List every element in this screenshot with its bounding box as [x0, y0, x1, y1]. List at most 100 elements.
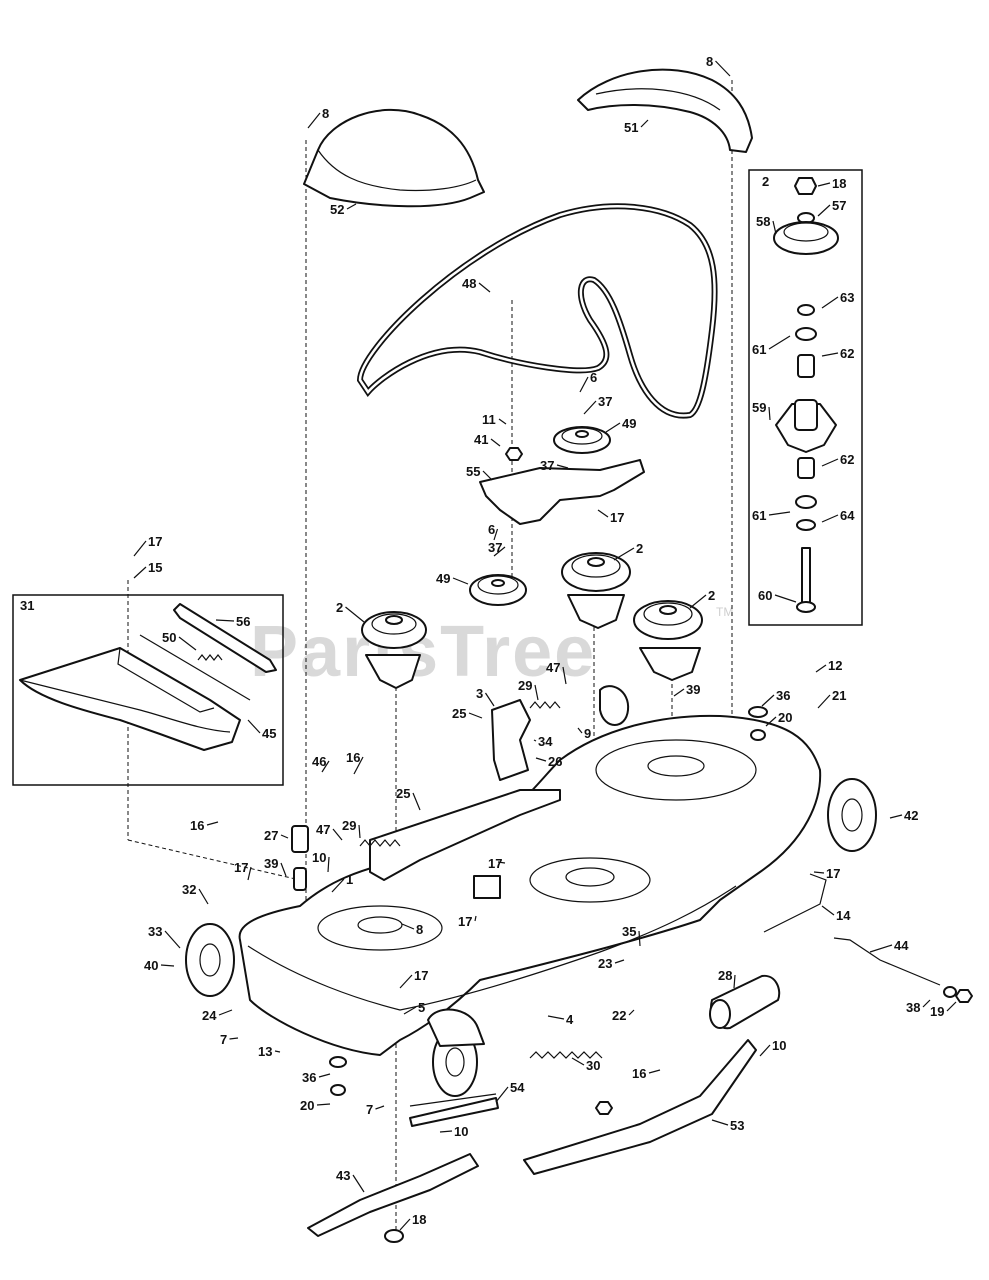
callout-leader-line — [562, 666, 567, 685]
blade-bag — [19, 603, 277, 751]
callout-leader-line — [375, 1105, 385, 1110]
callout-leader-line — [817, 204, 831, 217]
callout-leader-line — [640, 119, 649, 128]
callout-label: 47 — [546, 660, 560, 675]
callout-leader-line — [474, 915, 477, 922]
callout-leader-line — [490, 438, 501, 447]
callout-label: 17 — [610, 510, 624, 525]
callout-label: 12 — [828, 658, 842, 673]
callout-label: 51 — [624, 120, 638, 135]
callout-label: 15 — [148, 560, 162, 575]
callout-label: 7 — [220, 1032, 227, 1047]
callout-leader-line — [628, 1009, 635, 1016]
callout-leader-line — [715, 60, 731, 77]
callout-leader-line — [946, 1001, 957, 1012]
callout-label: 11 — [482, 412, 496, 427]
callout-label: 2 — [336, 600, 343, 615]
callout-leader-line — [318, 1073, 331, 1078]
callout-leader-line — [399, 974, 413, 989]
callout-label: 52 — [330, 202, 344, 217]
callout-leader-line — [498, 418, 507, 425]
callout-label: 60 — [758, 588, 772, 603]
roller-28 — [709, 974, 781, 1030]
callout-leader-line — [198, 888, 209, 905]
callout-leader-line — [280, 834, 289, 839]
callout-leader-line — [133, 540, 147, 557]
callout-leader-line — [352, 1174, 365, 1193]
callout-leader-line — [346, 203, 357, 210]
callout-label: 26 — [548, 754, 562, 769]
spring-50 — [197, 654, 223, 661]
callout-label: 17 — [148, 534, 162, 549]
callout-label: 38 — [906, 1000, 920, 1015]
callout-leader-line — [821, 514, 839, 523]
callout-label: 25 — [396, 786, 410, 801]
callout-leader-line — [689, 594, 707, 609]
callout-leader-line — [597, 509, 609, 518]
callout-label: 43 — [336, 1168, 350, 1183]
deck-hanger-bracket — [369, 789, 561, 881]
callout-leader-line — [869, 944, 893, 953]
callout-leader-line — [412, 792, 421, 811]
callout-label: 35 — [622, 924, 636, 939]
lift-rod-14 — [763, 873, 827, 933]
callout-leader-line — [821, 905, 835, 916]
callout-label: 3 — [476, 686, 483, 701]
callout-leader-line — [274, 1050, 281, 1053]
callout-label: 29 — [518, 678, 532, 693]
callout-leader-line — [761, 694, 775, 707]
callout-leader-line — [774, 594, 797, 603]
callout-label: 29 — [342, 818, 356, 833]
callout-label: 8 — [322, 106, 329, 121]
callout-leader-line — [403, 1006, 417, 1015]
callout-label: 27 — [264, 828, 278, 843]
spindle-detail-parts — [773, 177, 839, 613]
callout-leader-line — [765, 716, 777, 727]
callout-label: 2 — [708, 588, 715, 603]
idler-pulley-lower — [469, 574, 527, 606]
callout-label: 62 — [840, 452, 854, 467]
callout-leader-line — [482, 470, 493, 481]
callout-label: 56 — [236, 614, 250, 629]
callout-label: 64 — [840, 508, 855, 523]
callout-label: 8 — [706, 54, 713, 69]
belt-cover-left — [303, 108, 485, 208]
callout-leader-line — [345, 606, 365, 623]
callout-leader-line — [638, 930, 641, 947]
callout-leader-line — [484, 692, 495, 707]
callout-label: 61 — [752, 508, 766, 523]
callout-label: 40 — [144, 958, 158, 973]
callout-label: 58 — [756, 214, 770, 229]
callout-label: 47 — [316, 822, 330, 837]
callout-label: 8 — [416, 922, 423, 937]
callout-label: 16 — [190, 818, 204, 833]
callout-label: 1 — [346, 872, 353, 887]
callout-leader-line — [815, 664, 827, 673]
callout-leader-line — [768, 335, 791, 350]
callout-label: 24 — [202, 1008, 217, 1023]
callout-label: 20 — [300, 1098, 314, 1113]
callout-label: 6 — [590, 370, 597, 385]
callout-leader-line — [547, 1015, 565, 1020]
drive-belt — [356, 203, 718, 419]
callout-label: 30 — [586, 1058, 600, 1073]
callout-leader-line — [178, 636, 197, 651]
callout-leader-line — [218, 1009, 233, 1016]
belt-cover-right — [577, 68, 753, 153]
callout-leader-line — [772, 220, 777, 235]
callout-leader-line — [133, 566, 147, 579]
spindle-detail-box — [748, 169, 863, 626]
callout-label: 62 — [840, 346, 854, 361]
callout-label: 50 — [162, 630, 176, 645]
callout-label: 36 — [776, 688, 790, 703]
callout-leader-line — [556, 464, 569, 469]
callout-label: 14 — [836, 908, 851, 923]
callout-leader-line — [439, 1130, 453, 1133]
callout-label: 37 — [540, 458, 554, 473]
callout-leader-line — [768, 406, 771, 421]
callout-label: 10 — [312, 850, 326, 865]
callout-leader-line — [605, 422, 621, 433]
callout-leader-line — [613, 547, 635, 561]
